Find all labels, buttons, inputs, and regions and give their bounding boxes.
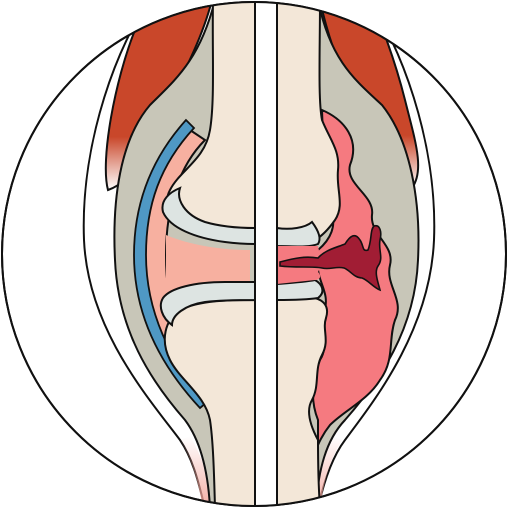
center-gap bbox=[256, 0, 276, 508]
